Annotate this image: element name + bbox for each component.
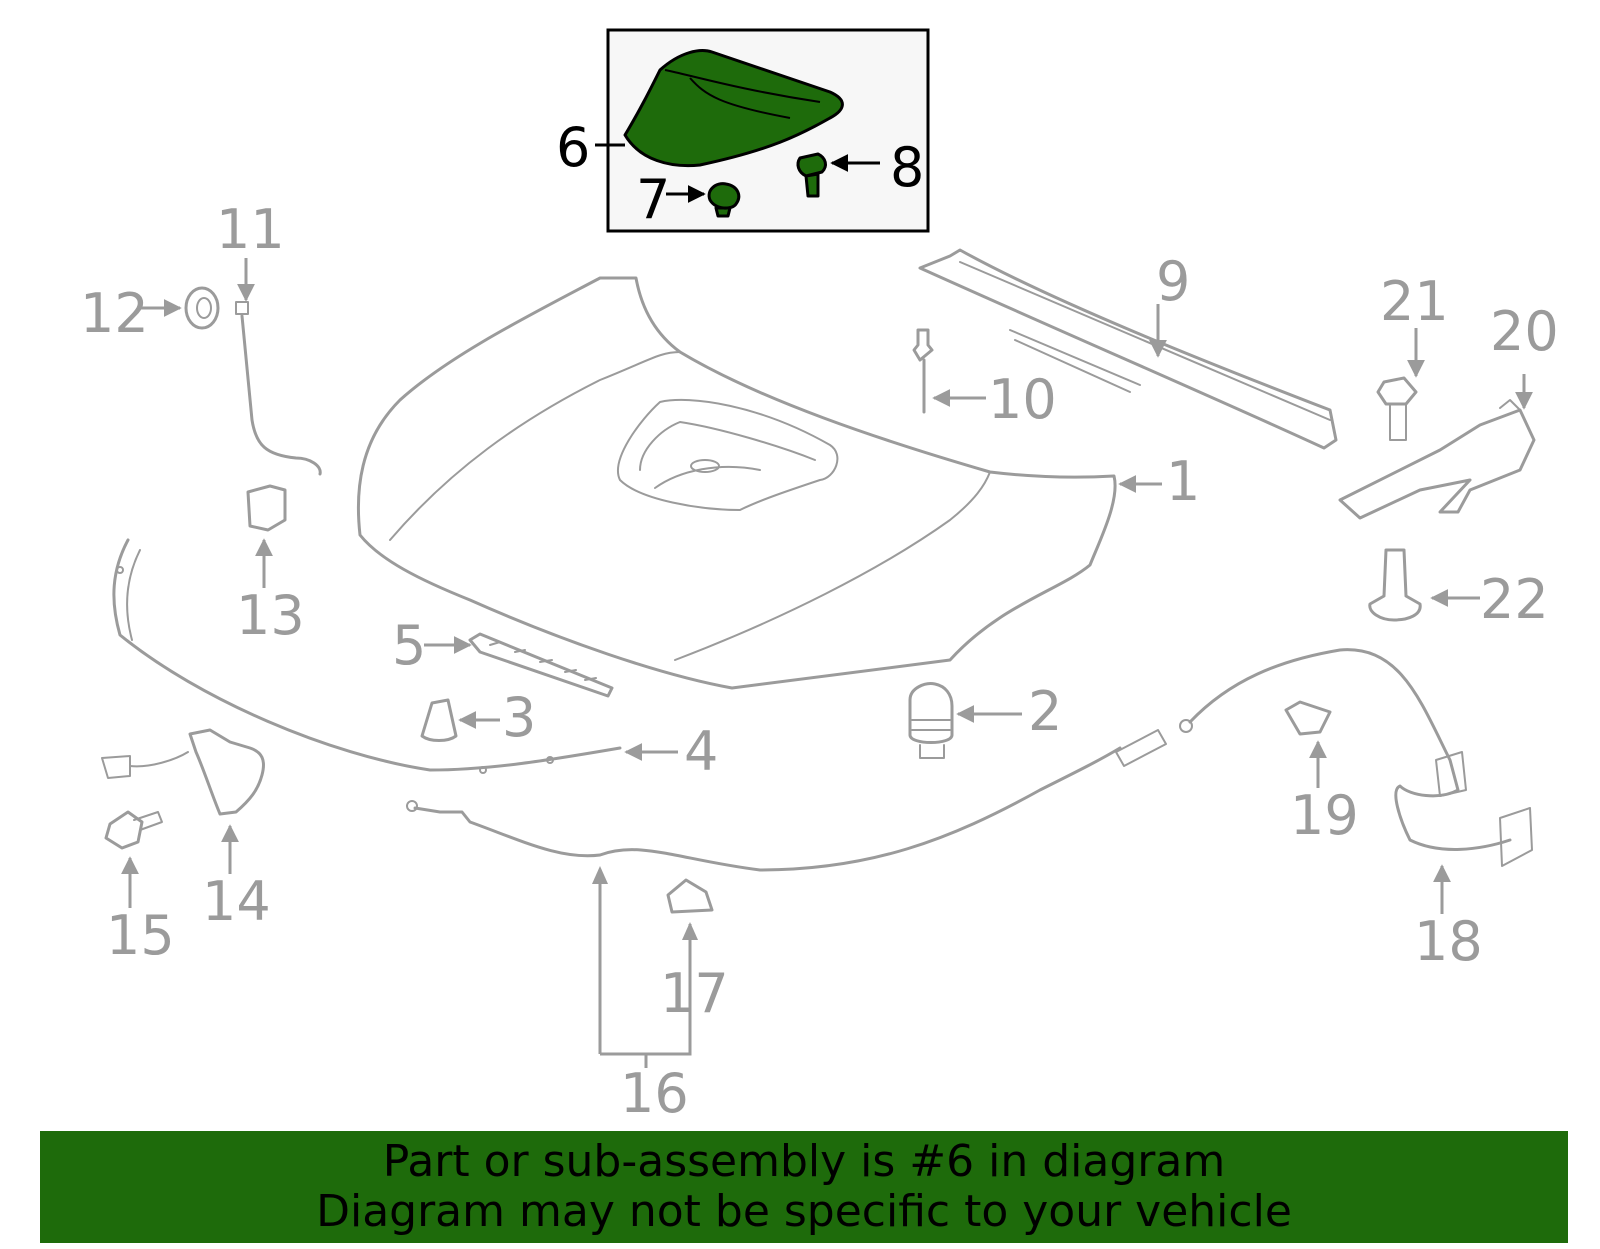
part-6-hood-scoop[interactable]	[623, 49, 844, 168]
part-2-bumper[interactable]	[908, 682, 954, 759]
callout-17[interactable]: 17	[660, 962, 729, 1025]
callout-10[interactable]: 10	[988, 368, 1057, 431]
part-22-fastener[interactable]	[1368, 548, 1422, 622]
callout-15[interactable]: 15	[106, 904, 175, 967]
callout-21[interactable]: 21	[1380, 270, 1449, 333]
part-21-bolt[interactable]	[1376, 376, 1418, 441]
callout-5[interactable]: 5	[392, 614, 426, 677]
leader-lines	[121, 258, 1533, 1068]
part-3-cushion[interactable]	[420, 698, 458, 742]
callout-19[interactable]: 19	[1290, 784, 1359, 847]
callout-20[interactable]: 20	[1490, 300, 1559, 363]
callout-3[interactable]: 3	[502, 686, 536, 749]
footer-line-2: Diagram may not be specific to your vehi…	[316, 1186, 1292, 1237]
part-10-stud[interactable]	[912, 328, 934, 414]
callout-11[interactable]: 11	[216, 198, 285, 261]
part-12-grommet[interactable]	[184, 286, 220, 330]
callout-8[interactable]: 8	[890, 136, 924, 199]
part-11-prop-rod[interactable]	[235, 301, 322, 476]
part-4-seal[interactable]	[112, 538, 622, 774]
callout-13[interactable]: 13	[236, 584, 305, 647]
callout-18[interactable]: 18	[1414, 910, 1483, 973]
callout-16[interactable]: 16	[620, 1062, 689, 1125]
highlight-inset	[595, 28, 930, 233]
part-7-clip[interactable]	[707, 182, 741, 218]
part-17-clip[interactable]	[666, 878, 714, 914]
part-5-bracket[interactable]	[468, 632, 614, 698]
part-19-clip[interactable]	[1284, 700, 1332, 736]
callout-14[interactable]: 14	[202, 870, 271, 933]
callout-1[interactable]: 1	[1166, 450, 1200, 513]
part-8-fastener[interactable]	[796, 152, 827, 198]
footer-banner: Part or sub-assembly is #6 in diagram Di…	[40, 1131, 1568, 1243]
callout-labels: 1 2 3 4 5 6 7 8 9 10 11 12 13 14 15 16 1…	[80, 116, 1559, 1125]
part-20-hinge[interactable]	[1338, 399, 1536, 520]
callout-2[interactable]: 2	[1028, 680, 1062, 743]
part-14-latch[interactable]	[101, 728, 265, 816]
part-18-release[interactable]	[1179, 648, 1533, 867]
part-13-clip[interactable]	[246, 484, 287, 532]
part-15-bolt[interactable]	[104, 810, 163, 850]
part-1-hood[interactable]	[356, 276, 1117, 690]
callout-4[interactable]: 4	[684, 720, 718, 783]
footer-line-1: Part or sub-assembly is #6 in diagram	[382, 1136, 1226, 1187]
callout-22[interactable]: 22	[1480, 568, 1549, 631]
part-16-cable[interactable]	[406, 729, 1167, 872]
callout-9[interactable]: 9	[1156, 250, 1190, 313]
callout-7[interactable]: 7	[636, 168, 670, 231]
part-9-rail[interactable]	[918, 248, 1338, 450]
callout-12[interactable]: 12	[80, 282, 149, 345]
callout-6[interactable]: 6	[556, 116, 590, 179]
